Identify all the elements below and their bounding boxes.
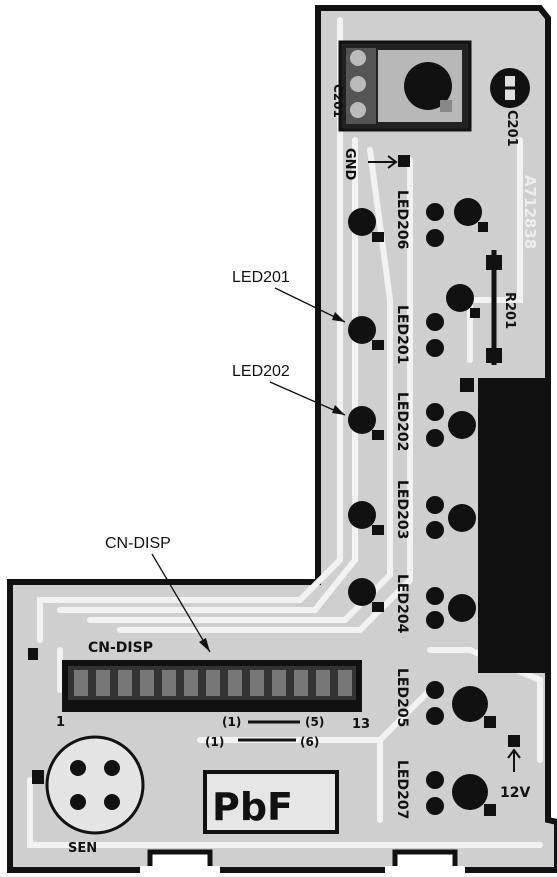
pin-last-label: 13 [352, 717, 370, 732]
callout-led202: LED202 [232, 363, 290, 380]
led203-label: LED203 [394, 480, 410, 539]
top-connector [338, 40, 472, 132]
display-ic-block [478, 378, 550, 673]
callout-cn-disp: CN-DISP [105, 535, 171, 552]
pin-first-label: 1 [56, 715, 65, 730]
v12-label: 12V [500, 785, 530, 801]
pad-1b: (1) [205, 735, 224, 749]
conn-label: C201 [331, 84, 345, 118]
capacitor-c201 [490, 68, 530, 108]
led206-label: LED206 [394, 190, 410, 249]
callout-led201: LED201 [232, 269, 290, 286]
sensor-sen [32, 735, 145, 835]
led205-label: LED205 [394, 668, 410, 727]
led-pads-right [446, 198, 496, 816]
sen-label: SEN [68, 841, 97, 856]
board-outline [7, 5, 557, 873]
pbf-label: PbF [212, 785, 293, 829]
c201-label: C201 [504, 110, 519, 147]
led202-label: LED202 [394, 392, 410, 451]
led-pads-middle [426, 203, 444, 815]
copper-traces [27, 17, 543, 848]
callout-arrow-cn-disp [151, 553, 211, 653]
cn-disp-connector [62, 660, 362, 712]
cn-disp-silk-label: CN-DISP [88, 640, 153, 656]
resistor-r201 [486, 250, 502, 365]
gnd-label: GND [342, 148, 357, 181]
r201-label: R201 [502, 292, 517, 329]
callout-arrow-led201 [274, 287, 346, 323]
led201-label: LED201 [394, 305, 410, 364]
board-code: A712838 [521, 175, 539, 249]
led-pads-left [348, 208, 384, 612]
gnd-arrow [368, 155, 398, 169]
pad-5: (5) [305, 715, 324, 729]
led207-label: LED207 [394, 760, 410, 819]
pad-6: (6) [300, 735, 319, 749]
led204-label: LED204 [394, 574, 410, 634]
callout-arrow-led202 [269, 381, 346, 416]
pbf-box [203, 770, 339, 834]
pad-1a: (1) [222, 715, 241, 729]
